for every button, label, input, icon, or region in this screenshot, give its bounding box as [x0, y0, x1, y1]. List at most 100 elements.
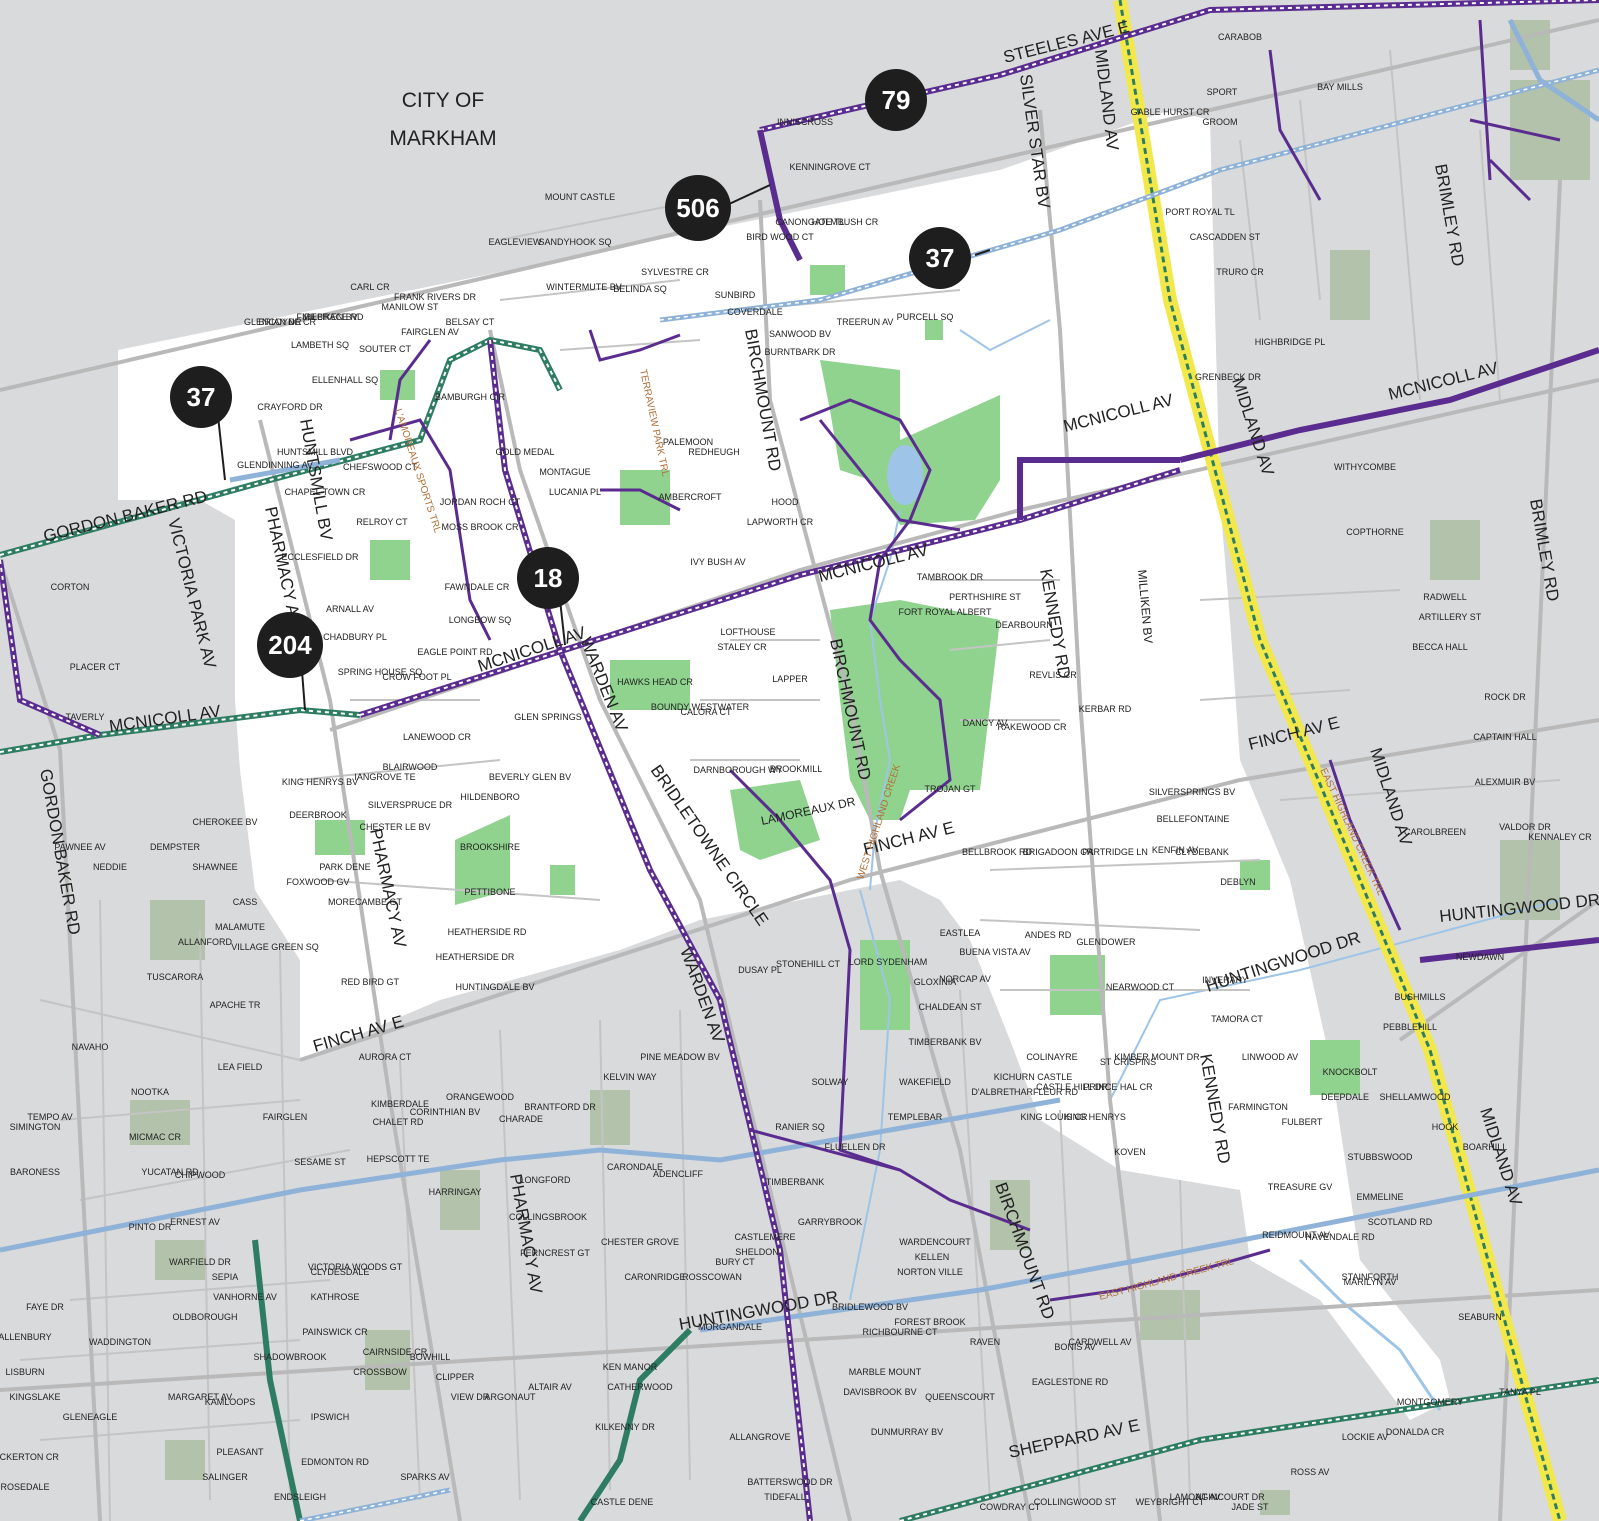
- street-label: DONALDA CR: [1386, 1427, 1445, 1437]
- street-label: ROSEDALE: [0, 1482, 49, 1492]
- street-label: BRIAN DR: [258, 317, 302, 327]
- street-label: CHALET RD: [373, 1117, 424, 1127]
- street-label: HUNTINGDALE BV: [455, 982, 534, 992]
- street-label: DARNBOROUGH WY: [693, 765, 782, 775]
- street-label: FAWNDALE CR: [445, 582, 510, 592]
- street-label: MICMAC CR: [129, 1132, 181, 1142]
- street-label: ROSS AV: [1291, 1467, 1330, 1477]
- street-label: TIMBERBANK: [766, 1177, 825, 1187]
- street-label: COVERDALE: [727, 307, 783, 317]
- street-label: SHELDON: [735, 1247, 779, 1257]
- street-label: HARFLEUR RD: [1014, 1087, 1079, 1097]
- street-label: BECCA HALL: [1412, 642, 1468, 652]
- street-label: BOUNDY WESTWATER: [651, 702, 750, 712]
- street-label: SPORT: [1207, 87, 1238, 97]
- street-label: KIMBER MOUNT DR: [1114, 1052, 1200, 1062]
- street-label: DUNMURRAY BV: [871, 1427, 943, 1437]
- street-label: KERBAR RD: [1079, 704, 1132, 714]
- street-label: BELLEFONTAINE: [1157, 814, 1230, 824]
- street-label: ORANGEWOOD: [446, 1092, 515, 1102]
- street-label: BROOKMILL: [770, 764, 823, 774]
- street-label: REDHEUGH: [688, 447, 740, 457]
- street-label: WITHYCOMBE: [1334, 462, 1396, 472]
- street-label: FAYE DR: [26, 1302, 64, 1312]
- street-label: VICTORIA WOODS GT: [308, 1262, 403, 1272]
- street-label: SPRING HOUSE SQ: [338, 667, 423, 677]
- street-label: KINGSLAKE: [9, 1392, 60, 1402]
- street-label: GLENDOWER: [1076, 937, 1136, 947]
- street-label: CHADBURY PL: [323, 632, 387, 642]
- street-label: DEARBOURN: [995, 620, 1053, 630]
- street-label: BIRD WOOD CT: [746, 232, 814, 242]
- street-label: TAMORA CT: [1211, 1014, 1263, 1024]
- street-label: PORT ROYAL TL: [1165, 207, 1235, 217]
- parks: [315, 265, 1360, 1095]
- street-label: MOUNT CASTLE: [545, 192, 615, 202]
- street-label: GABLE HURST CR: [1131, 107, 1210, 117]
- street-label: JORDAN ROCH CT: [440, 497, 521, 507]
- street-label: CAIRNSIDE CR: [363, 1347, 428, 1357]
- street-label: MOSS BROOK CR: [441, 522, 519, 532]
- street-label: VILLAGE GREEN SQ: [231, 942, 319, 952]
- street-label: CORTON: [51, 582, 90, 592]
- street-label: KILKENNY DR: [595, 1422, 655, 1432]
- street-label: GOLD MEDAL: [495, 447, 554, 457]
- street-label: BURY CT: [715, 1257, 755, 1267]
- street-label: LOFTHOUSE: [720, 627, 775, 637]
- street-label: NEWDAWN: [1456, 952, 1504, 962]
- street-label: BELSAY CT: [446, 317, 495, 327]
- street-label: BOWHILL: [410, 1352, 451, 1362]
- street-label: QUEENSCOURT: [925, 1392, 995, 1402]
- street-label: CHEROKEE BV: [192, 817, 257, 827]
- street-label: OLDBOROUGH: [172, 1312, 237, 1322]
- street-label: HOOK: [1432, 1122, 1459, 1132]
- street-label: MANILOW ST: [381, 302, 439, 312]
- street-label: LEA FIELD: [218, 1062, 263, 1072]
- street-label: LOCKIE AV: [1342, 1432, 1388, 1442]
- street-label: ENDSLEIGH: [274, 1492, 326, 1502]
- street-label: MARGARET AV: [168, 1392, 232, 1402]
- street-label: BEVERLY GLEN BV: [489, 772, 571, 782]
- street-label: KING HENRYS: [1064, 1112, 1126, 1122]
- street-label: GLENCOYNE CR: [244, 317, 317, 327]
- street-label: WINTERMUTE BV: [546, 282, 622, 292]
- street-label: AURORA CT: [359, 1052, 412, 1062]
- street-label: SANWOOD BV: [769, 329, 831, 339]
- street-label: YUCATAN RD: [141, 1167, 199, 1177]
- street-label: TREERUN AV: [837, 317, 894, 327]
- street-label: JADE ST: [1231, 1502, 1269, 1512]
- street-label: NEARWOOD CT: [1106, 982, 1175, 992]
- street-label: BROOKSHIRE: [460, 842, 520, 852]
- street-label: SEABURN: [1458, 1312, 1502, 1322]
- street-label: ROCK DR: [1484, 692, 1526, 702]
- street-label: TIDEFALL: [764, 1492, 806, 1502]
- street-label: GLOXINIA: [914, 977, 957, 987]
- street-label: AGINCOURT DR: [1195, 1492, 1265, 1502]
- route-badge-circle: [517, 547, 579, 609]
- street-label: TEMPO AV: [27, 1112, 72, 1122]
- route-badge-label: 37: [926, 243, 955, 273]
- street-label: SEPIA: [212, 1272, 239, 1282]
- street-label: WADDINGTON: [89, 1337, 151, 1347]
- street-label: REIDMOUNT AV: [1262, 1230, 1330, 1240]
- street-label: BOARHILL: [1463, 1142, 1508, 1152]
- street-label: KENNINGROVE CT: [789, 162, 871, 172]
- street-label: TREASURE GV: [1268, 1182, 1333, 1192]
- street-label: EDMONTON RD: [301, 1457, 369, 1467]
- street-label: COLLINGSBROOK: [509, 1212, 587, 1222]
- street-label: SHAWNEE: [192, 862, 237, 872]
- street-label: WARFIELD DR: [169, 1257, 231, 1267]
- street-label: CAPTAIN HALL: [1473, 732, 1536, 742]
- street-label: MARBLE MOUNT: [849, 1367, 922, 1377]
- street-label: LORD SYDENHAM: [849, 957, 928, 967]
- street-label: D'ALBRET: [971, 1087, 1015, 1097]
- street-label: RICHBOURNE CT: [862, 1327, 938, 1337]
- street-label: NORCAP AV: [939, 974, 991, 984]
- street-label: AMBERCROFT: [659, 492, 723, 502]
- street-label: BUENA VISTA AV: [959, 947, 1030, 957]
- street-label: KING HENRYS BV: [282, 777, 358, 787]
- street-label: ADENCLIFF: [653, 1169, 704, 1179]
- street-label: CHESTER LE BV: [359, 822, 430, 832]
- street-label: SESAME ST: [294, 1157, 346, 1167]
